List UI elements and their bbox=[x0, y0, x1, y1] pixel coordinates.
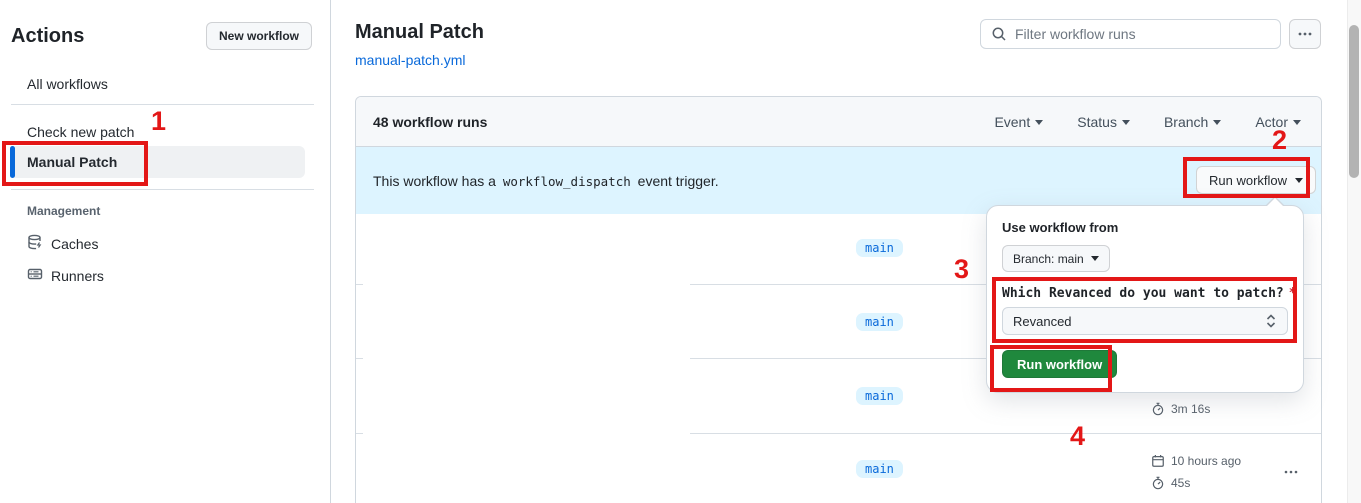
calendar-icon bbox=[1151, 454, 1165, 468]
chevron-down-icon bbox=[1090, 256, 1099, 261]
select-value: Revanced bbox=[1013, 313, 1072, 329]
updown-chevron-icon bbox=[1265, 314, 1277, 328]
chevron-down-icon bbox=[1293, 119, 1301, 125]
run-duration: 3m 16s bbox=[1171, 402, 1211, 416]
workflow-run-row[interactable]: main 3m 16s bbox=[356, 358, 1321, 433]
new-workflow-button[interactable]: New workflow bbox=[206, 22, 313, 50]
filter-label: Branch bbox=[1163, 114, 1209, 130]
filter-actor[interactable]: Actor bbox=[1255, 114, 1301, 130]
page-title: Manual Patch bbox=[355, 21, 484, 43]
run-duration: 45s bbox=[1171, 476, 1191, 490]
run-workflow-dropdown-button[interactable]: Run workflow bbox=[1196, 166, 1317, 194]
branch-ref-label: Branch: main bbox=[1013, 251, 1084, 266]
filter-event[interactable]: Event bbox=[994, 114, 1044, 130]
filter-label: Event bbox=[994, 114, 1031, 130]
branch-badge[interactable]: main bbox=[856, 239, 903, 257]
run-workflow-label: Run workflow bbox=[1209, 172, 1288, 188]
runners-server-icon bbox=[27, 266, 43, 285]
stopwatch-icon bbox=[1151, 402, 1165, 416]
filter-workflow-runs-input[interactable] bbox=[1015, 26, 1270, 42]
management-section-label: Management bbox=[27, 204, 101, 218]
filter-label: Status bbox=[1077, 114, 1117, 130]
filter-label: Actor bbox=[1255, 114, 1288, 130]
workflow-runs-count: 48 workflow runs bbox=[373, 113, 488, 130]
workflow-run-row[interactable]: main bbox=[356, 214, 1321, 284]
branch-badge[interactable]: main bbox=[856, 313, 903, 331]
banner-text-after: event trigger. bbox=[637, 173, 719, 189]
workflow-options-kebab-button[interactable] bbox=[1289, 19, 1321, 49]
sidebar-item-all-workflows[interactable]: All workflows bbox=[27, 76, 108, 92]
workflow-file-link[interactable]: manual-patch.yml bbox=[355, 52, 466, 68]
dispatch-banner-text: This workflow has a workflow_dispatch ev… bbox=[373, 173, 719, 189]
chevron-down-icon bbox=[1295, 177, 1304, 183]
scrollbar-thumb[interactable] bbox=[1349, 25, 1359, 178]
input-label-text: Which Revanced do you want to patch? bbox=[1002, 286, 1284, 301]
stopwatch-icon bbox=[1151, 476, 1165, 490]
run-meta: 3m 16s bbox=[1151, 401, 1210, 423]
branch-ref-selector[interactable]: Branch: main bbox=[1002, 245, 1110, 272]
sidebar-item-label: Caches bbox=[51, 235, 99, 252]
sidebar-divider bbox=[11, 104, 314, 105]
actions-sidebar: Actions New workflow All workflows Check… bbox=[0, 0, 331, 503]
run-workflow-submit-button[interactable]: Run workflow bbox=[1002, 350, 1118, 378]
chevron-down-icon bbox=[1035, 119, 1044, 125]
sidebar-item-label: Runners bbox=[51, 267, 104, 284]
required-asterisk: * bbox=[1288, 286, 1297, 301]
sidebar-item-manual-patch[interactable] bbox=[10, 146, 305, 178]
selected-item-accent-bar bbox=[10, 146, 15, 178]
runs-table-header: 48 workflow runs Event Status Branch Act… bbox=[356, 97, 1321, 147]
workflow-run-row[interactable]: main 10 hours ago 45 bbox=[356, 433, 1321, 503]
workflow-run-row[interactable]: main bbox=[356, 284, 1321, 358]
workflow-dispatch-banner: This workflow has a workflow_dispatch ev… bbox=[356, 147, 1321, 214]
filter-status[interactable]: Status bbox=[1077, 114, 1130, 130]
sidebar-title: Actions bbox=[11, 25, 85, 47]
use-workflow-from-heading: Use workflow from bbox=[1002, 220, 1119, 235]
chevron-down-icon bbox=[1213, 119, 1222, 125]
run-options-kebab-button[interactable] bbox=[1276, 460, 1306, 484]
chevron-down-icon bbox=[1121, 119, 1130, 125]
sidebar-item-manual-patch-label: Manual Patch bbox=[27, 154, 118, 170]
run-started-time: 10 hours ago bbox=[1171, 454, 1242, 468]
filter-workflow-runs-box bbox=[980, 19, 1281, 49]
cache-database-icon bbox=[27, 234, 43, 253]
sidebar-divider bbox=[11, 189, 314, 190]
sidebar-item-caches[interactable]: Caches bbox=[27, 234, 98, 253]
branch-badge[interactable]: main bbox=[856, 387, 903, 405]
runs-filters: Event Status Branch Actor bbox=[994, 97, 1301, 147]
sidebar-item-check-new-patch[interactable]: Check new patch bbox=[27, 124, 135, 140]
revanced-select[interactable]: Revanced bbox=[1002, 307, 1288, 335]
run-meta: 10 hours ago 45s bbox=[1151, 453, 1241, 497]
filter-branch[interactable]: Branch bbox=[1163, 114, 1222, 130]
redacted-run-titles-area bbox=[363, 214, 690, 503]
dialog-caret bbox=[1266, 198, 1284, 207]
kebab-horizontal-icon bbox=[1297, 26, 1313, 42]
branch-badge[interactable]: main bbox=[856, 460, 903, 478]
banner-text-before: This workflow has a bbox=[373, 173, 496, 189]
workflow-input-label: Which Revanced do you want to patch? * bbox=[1002, 286, 1297, 301]
sidebar-item-runners[interactable]: Runners bbox=[27, 266, 104, 285]
search-icon bbox=[991, 26, 1007, 42]
banner-code: workflow_dispatch bbox=[502, 174, 631, 189]
